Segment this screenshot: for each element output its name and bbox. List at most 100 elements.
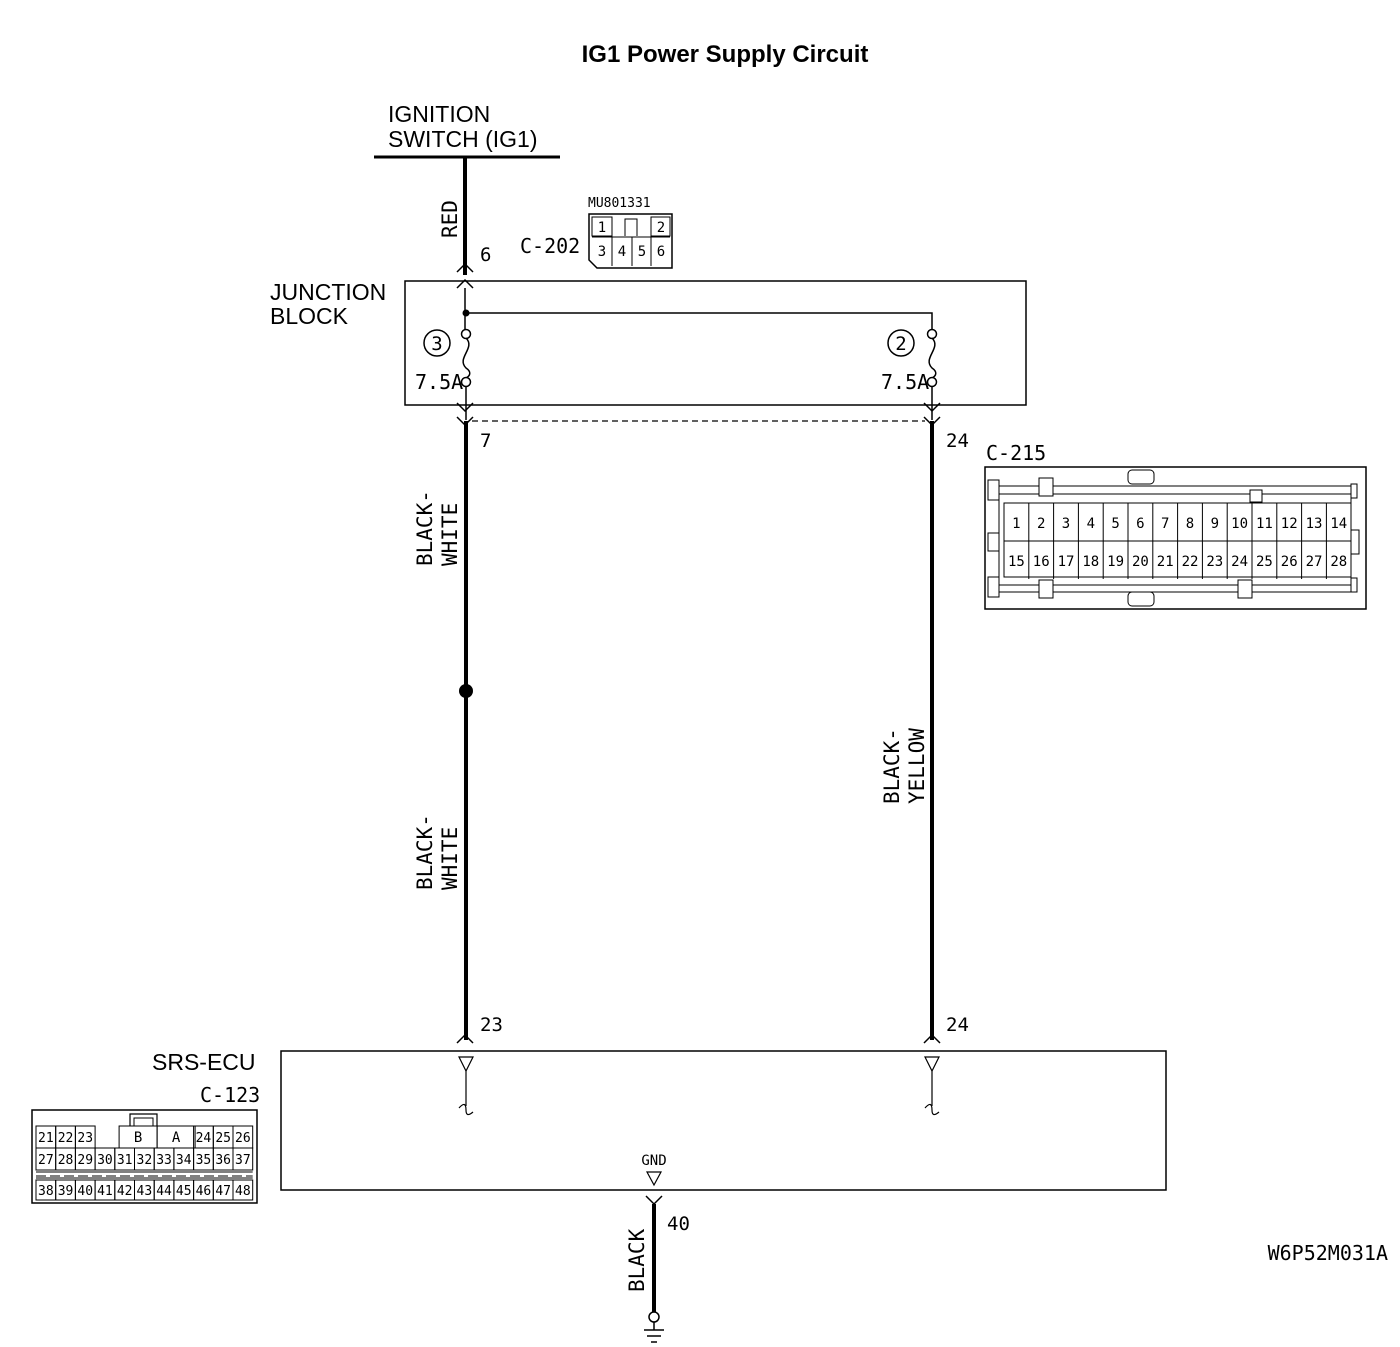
ignition-switch-label-2: SWITCH (IG1) [388, 126, 538, 152]
wire-bw1-label-1: BLACK- [413, 490, 437, 566]
srs-ecu-gnd-label: GND [641, 1153, 666, 1169]
c215-pin: 4 [1087, 516, 1095, 532]
c202-pin-6: 6 [657, 244, 665, 260]
pin-ecu-gnd: 40 [667, 1213, 690, 1235]
pin-jb-out-left: 7 [480, 430, 491, 452]
fuse-3: 3 7.5A [415, 328, 472, 420]
connector-c202-label: C-202 [520, 234, 580, 258]
c215-pin: 22 [1182, 554, 1199, 570]
c215-pin: 10 [1231, 516, 1248, 532]
c123-pin: 47 [215, 1184, 231, 1199]
c215-pin: 28 [1330, 554, 1347, 570]
c123-pin: 22 [58, 1131, 74, 1146]
wire-by-label-1: BLACK- [880, 728, 904, 804]
c123-pin: 46 [196, 1184, 212, 1199]
c202-pin-1: 1 [598, 220, 606, 236]
fuse-2-rating: 7.5A [881, 370, 929, 394]
c123-pin: 21 [38, 1131, 54, 1146]
wire-black-ground: BLACK 40 [625, 1204, 690, 1343]
c123-pin-wide: A [172, 1130, 181, 1146]
c215-pin: 7 [1161, 516, 1169, 532]
c123-pin: 25 [215, 1131, 231, 1146]
c202-pin-2: 2 [657, 220, 665, 236]
connector-c202-part: MU801331 [588, 196, 651, 211]
fuse-3-rating: 7.5A [415, 370, 463, 394]
c123-pin: 35 [196, 1153, 212, 1168]
figure-code: W6P52M031A [1268, 1241, 1388, 1265]
srs-ecu: SRS-ECU GND [152, 1049, 1167, 1206]
c123-pin: 42 [117, 1184, 133, 1199]
srs-ecu-label: SRS-ECU [152, 1049, 256, 1075]
wire-black-white: BLACK- WHITE BLACK- WHITE 23 [413, 421, 503, 1044]
c123-pin: 32 [137, 1153, 153, 1168]
c123-pin: 34 [176, 1153, 192, 1168]
c215-pin: 11 [1256, 516, 1273, 532]
c123-pin: 38 [38, 1184, 54, 1199]
c123-pin: 41 [97, 1184, 113, 1199]
ignition-switch-label-1: IGNITION [388, 101, 490, 127]
junction-block-label-1: JUNCTION [270, 279, 386, 305]
c123-pin: 43 [137, 1184, 153, 1199]
c202-pin-3: 3 [598, 244, 606, 260]
c215-pin: 26 [1281, 554, 1298, 570]
c215-pin: 18 [1082, 554, 1099, 570]
wire-by-label-2: YELLOW [905, 728, 929, 804]
pin-ecu-right: 24 [946, 1014, 969, 1036]
c123-pin: 36 [215, 1153, 231, 1168]
c215-pin: 8 [1186, 516, 1194, 532]
c123-pin: 27 [38, 1153, 54, 1168]
connector-c215-label: C-215 [986, 441, 1046, 465]
fuse-3-number: 3 [431, 333, 442, 355]
c123-pin: 30 [97, 1153, 113, 1168]
junction-block-label-2: BLOCK [270, 303, 349, 329]
c215-pin: 27 [1306, 554, 1323, 570]
c202-pin-4: 4 [618, 244, 626, 260]
c123-pin: 28 [58, 1153, 74, 1168]
fuse-2-number: 2 [895, 333, 906, 355]
c123-pin: 48 [235, 1184, 251, 1199]
c215-pin: 24 [1231, 554, 1248, 570]
c123-pin: 45 [176, 1184, 192, 1199]
c123-pin: 23 [77, 1131, 93, 1146]
c123-pin: 39 [58, 1184, 74, 1199]
c202-pin-5: 5 [638, 244, 646, 260]
wire-red-label: RED [438, 200, 462, 238]
pin-ecu-left: 23 [480, 1014, 503, 1036]
c215-pin: 13 [1306, 516, 1323, 532]
wire-bw1-label-2: WHITE [438, 503, 462, 566]
c215-pin: 23 [1206, 554, 1223, 570]
c215-pin: 6 [1136, 516, 1144, 532]
c215-pin: 25 [1256, 554, 1273, 570]
diagram-title: IG1 Power Supply Circuit [582, 41, 869, 68]
c123-pin: 40 [77, 1184, 93, 1199]
splice-point [459, 684, 473, 698]
c123-pin: 26 [235, 1131, 251, 1146]
junction-block: JUNCTION BLOCK 3 7.5A 2 7.5A [270, 279, 1027, 452]
c123-pin: 29 [77, 1153, 93, 1168]
c215-pin: 1 [1012, 516, 1020, 532]
c215-pin: 3 [1062, 516, 1070, 532]
c215-pin: 20 [1132, 554, 1149, 570]
c123-pin-wide: B [134, 1130, 142, 1146]
c215-pin: 15 [1008, 554, 1025, 570]
c123-pin: 24 [196, 1131, 212, 1146]
pin-jb-out-right: 24 [946, 430, 969, 452]
wire-bw2-label-1: BLACK- [413, 814, 437, 890]
c123-pin: 37 [235, 1153, 251, 1168]
ignition-switch: IGNITION SWITCH (IG1) [374, 101, 560, 159]
pin-jb-in: 6 [480, 244, 491, 266]
wire-black-label: BLACK [625, 1228, 649, 1292]
c215-pin: 12 [1281, 516, 1298, 532]
wire-bw2-label-2: WHITE [438, 827, 462, 890]
c215-pin: 17 [1058, 554, 1075, 570]
wire-black-yellow: BLACK- YELLOW 24 [880, 421, 969, 1044]
fuse-2: 2 7.5A [881, 328, 938, 420]
connector-c123-label: C-123 [200, 1083, 260, 1107]
c123-pin: 33 [156, 1153, 172, 1168]
wire-red: RED 6 [438, 157, 491, 289]
